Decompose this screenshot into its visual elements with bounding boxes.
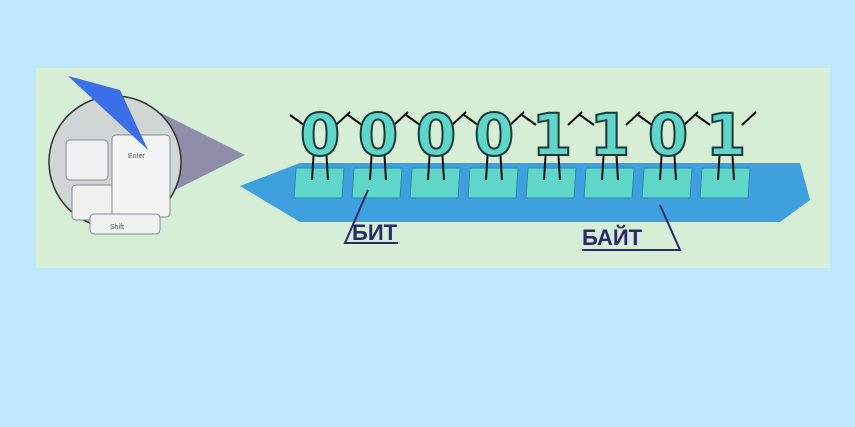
bit-label: БИТ: [352, 220, 398, 245]
bit-digit: 0: [300, 101, 340, 169]
bit-digit: 1: [590, 101, 630, 169]
bit-digit: 0: [648, 101, 688, 169]
bit-tile: [699, 167, 751, 199]
bit-character: 0: [463, 100, 525, 181]
enter-key-label: Enter: [128, 153, 145, 160]
bit-digit: 0: [474, 101, 514, 169]
bit-tile: [583, 167, 635, 199]
bit-character: 0: [289, 100, 351, 181]
bit-digit: 1: [706, 101, 746, 169]
bit-tile: [409, 167, 461, 199]
bit-tile: [641, 167, 693, 199]
bit-character: 0: [405, 100, 467, 181]
bit-digit: 1: [532, 101, 572, 169]
bit-tile: [525, 167, 577, 199]
keyboard-magnifier: Enter Shift: [48, 76, 245, 235]
byte-label: БАЙТ: [582, 225, 643, 250]
bit-character: 0: [347, 100, 409, 181]
bit-character: 0: [637, 100, 699, 181]
lightning-pointer-icon: [68, 76, 148, 150]
bit-character: 1: [521, 100, 583, 181]
bit-tile: [351, 167, 403, 199]
shift-key-label: Shift: [110, 224, 124, 231]
bit-tile: [293, 167, 345, 199]
bit-tile: [467, 167, 519, 199]
bit-digit: 0: [358, 101, 398, 169]
bit-digit: 0: [416, 101, 456, 169]
bit-character: 1: [579, 100, 641, 181]
bit-character: 1: [695, 100, 757, 181]
